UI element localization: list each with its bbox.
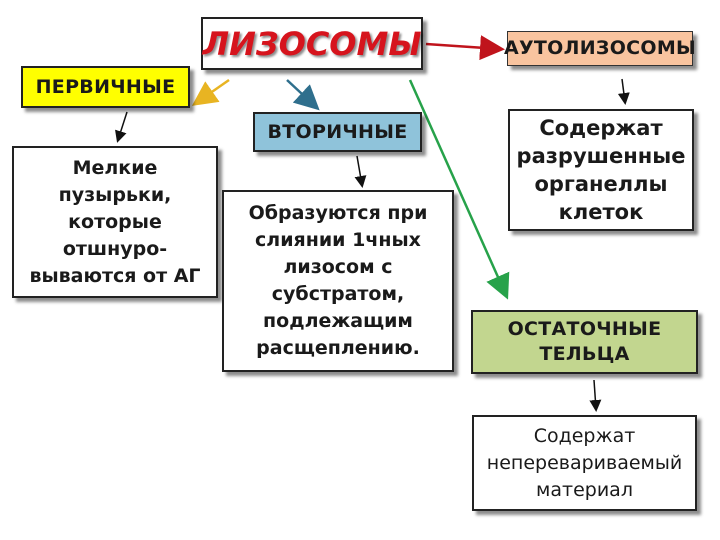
residual-bodies-label: ОСТАТОЧНЫЕ ТЕЛЬЦА bbox=[507, 318, 662, 365]
secondary-description-box: Образуются при слиянии 1чных лизосом с с… bbox=[222, 190, 454, 372]
lysosomes-root-box: ЛИЗОСОМЫ bbox=[201, 17, 423, 70]
secondary-label: ВТОРИЧНЫЕ bbox=[267, 121, 408, 143]
arrow-root-to-primary bbox=[191, 78, 230, 106]
root-label: ЛИЗОСОМЫ bbox=[202, 24, 422, 63]
arrow-autolysosomes-to-desc bbox=[617, 78, 630, 105]
primary-lysosomes-box: ПЕРВИЧНЫЕ bbox=[21, 66, 190, 108]
secondary-lysosomes-box: ВТОРИЧНЫЕ bbox=[253, 112, 422, 152]
primary-label: ПЕРВИЧНЫЕ bbox=[35, 76, 176, 98]
arrow-root-to-residual bbox=[408, 79, 510, 300]
residual-bodies-box: ОСТАТОЧНЫЕ ТЕЛЬЦА bbox=[471, 310, 698, 374]
autolysosomes-box: АУТОЛИЗОСОМЫ bbox=[503, 31, 697, 66]
residual-bodies-description: Содержат неперевариваемый материал bbox=[486, 424, 683, 501]
arrow-secondary-to-desc bbox=[354, 155, 367, 188]
primary-description-box: Мелкие пузырьки, которые отшнуро-вываютс… bbox=[12, 146, 218, 298]
arrow-residual-to-desc bbox=[589, 379, 602, 412]
arrow-root-to-secondary bbox=[286, 79, 320, 111]
secondary-description: Образуются при слиянии 1чных лизосом с с… bbox=[248, 202, 428, 359]
autolysosomes-label: АУТОЛИЗОСОМЫ bbox=[503, 37, 697, 59]
residual-bodies-description-box: Содержат неперевариваемый материал bbox=[472, 415, 697, 511]
autolysosomes-description-box: Содержат разрушенные органеллы клеток bbox=[508, 109, 694, 231]
autolysosomes-description: Содержат разрушенные органеллы клеток bbox=[516, 116, 686, 224]
arrow-primary-to-desc bbox=[115, 111, 128, 143]
arrow-root-to-autolysosomes bbox=[425, 35, 505, 61]
primary-description: Мелкие пузырьки, которые отшнуро-вываютс… bbox=[29, 156, 201, 287]
